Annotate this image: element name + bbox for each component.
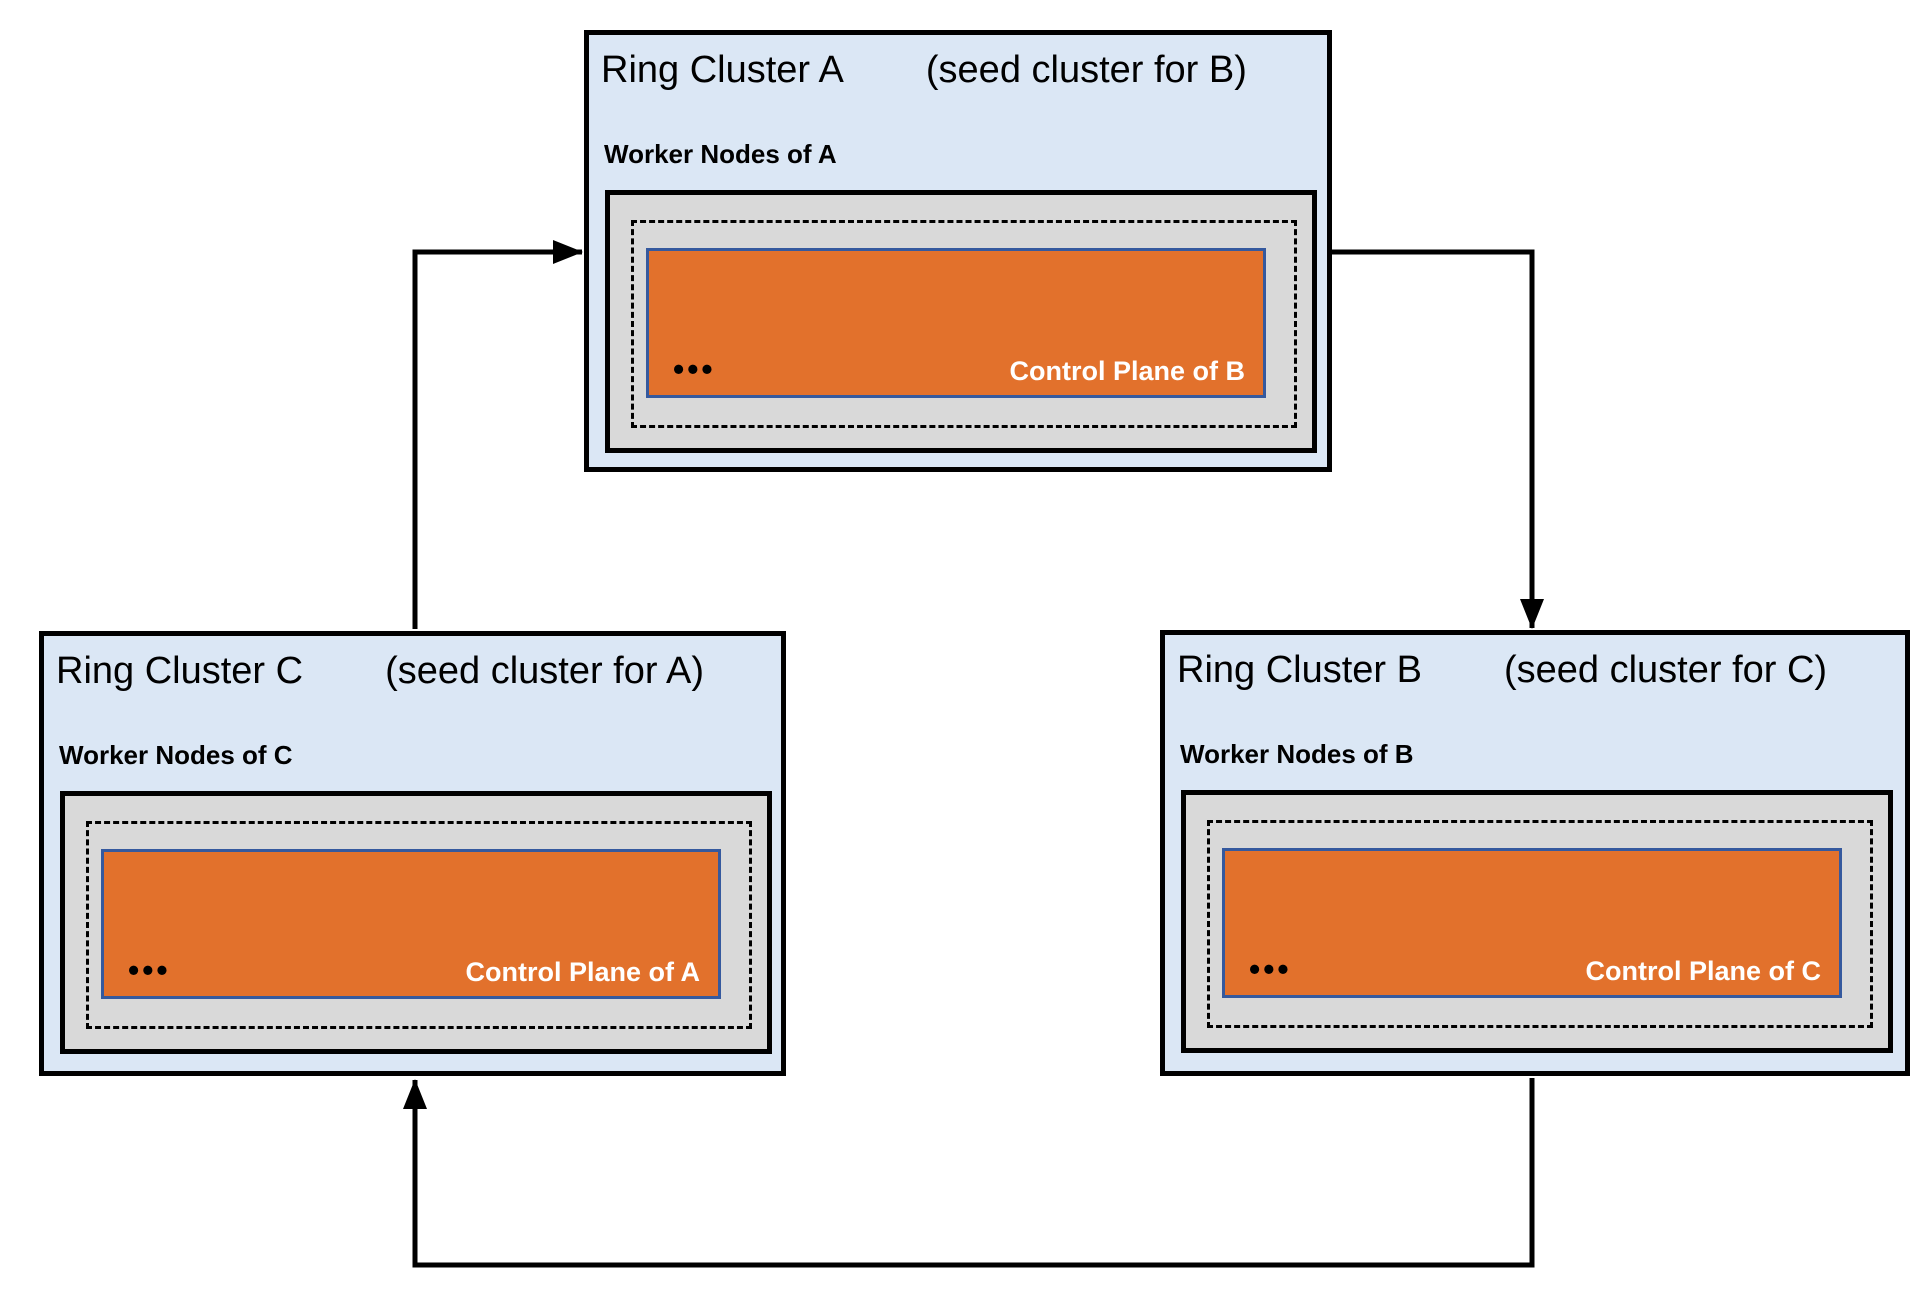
arrow-c-to-a: [412, 240, 583, 629]
control-plane-box: ••• Control Plane of A: [101, 849, 721, 999]
dashed-boundary: ••• Control Plane of A: [86, 821, 752, 1029]
cluster-title-row: Ring Cluster B (seed cluster for C): [1177, 649, 1895, 693]
worker-nodes-box: ••• Control Plane of C: [1181, 790, 1893, 1053]
seed-annotation: (seed cluster for A): [385, 650, 704, 692]
cluster-title-row: Ring Cluster A (seed cluster for B): [601, 49, 1317, 93]
worker-nodes-box: ••• Control Plane of A: [60, 791, 772, 1054]
dashed-boundary: ••• Control Plane of C: [1207, 820, 1873, 1028]
cluster-box-c: Ring Cluster C (seed cluster for A) Work…: [39, 631, 786, 1076]
worker-nodes-label: Worker Nodes of A: [604, 139, 837, 169]
control-plane-row: ••• Control Plane of A: [128, 954, 700, 988]
ellipsis-dots-icon: •••: [1249, 950, 1292, 987]
control-plane-box: ••• Control Plane of B: [646, 248, 1266, 398]
control-plane-row: ••• Control Plane of B: [673, 353, 1245, 387]
control-plane-label: Control Plane of C: [1585, 955, 1822, 986]
seed-annotation: (seed cluster for C): [1503, 649, 1828, 691]
worker-nodes-label: Worker Nodes of C: [59, 740, 293, 770]
cluster-title: Ring Cluster B: [1177, 649, 1422, 691]
arrow-a-to-b: [1332, 249, 1544, 629]
seed-annotation: (seed cluster for B): [925, 49, 1247, 91]
cluster-box-a: Ring Cluster A (seed cluster for B) Work…: [584, 30, 1332, 472]
worker-nodes-label: Worker Nodes of B: [1180, 739, 1414, 769]
cluster-title-row: Ring Cluster C (seed cluster for A): [56, 650, 771, 694]
ellipsis-dots-icon: •••: [128, 951, 171, 988]
cluster-box-b: Ring Cluster B (seed cluster for C) Work…: [1160, 630, 1910, 1076]
arrow-b-to-c: [403, 1078, 1535, 1268]
ellipsis-dots-icon: •••: [673, 350, 716, 387]
cluster-title: Ring Cluster C: [56, 650, 304, 692]
worker-nodes-box: ••• Control Plane of B: [605, 190, 1317, 453]
control-plane-row: ••• Control Plane of C: [1249, 953, 1821, 987]
control-plane-box: ••• Control Plane of C: [1222, 848, 1842, 998]
control-plane-label: Control Plane of A: [465, 956, 701, 987]
control-plane-label: Control Plane of B: [1009, 355, 1246, 386]
dashed-boundary: ••• Control Plane of B: [631, 220, 1297, 428]
cluster-title: Ring Cluster A: [601, 49, 844, 91]
